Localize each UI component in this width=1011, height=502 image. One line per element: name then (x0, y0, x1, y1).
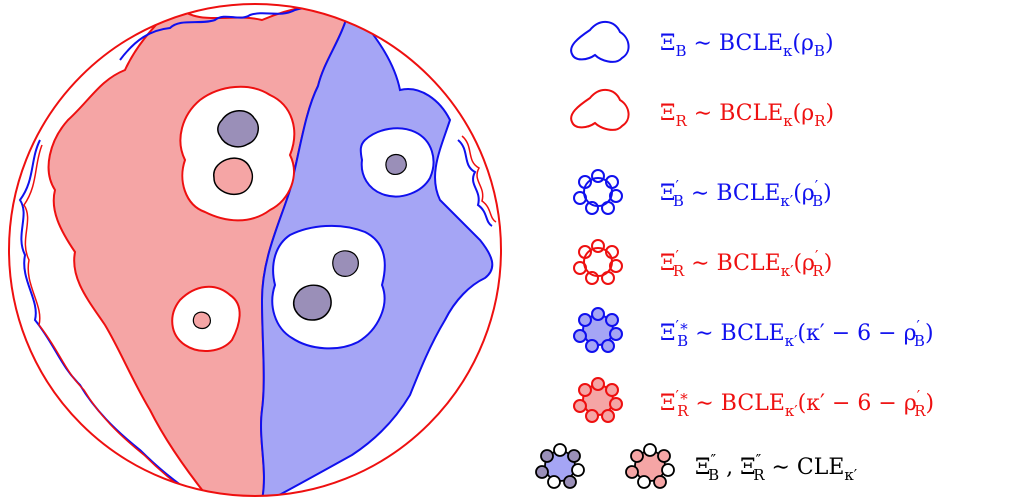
wreath-icon-red-outline (573, 239, 623, 285)
right-wavy-strip (457, 139, 493, 227)
wreath-icon-blue-outline (573, 169, 623, 215)
top-wavy-strip (119, 7, 341, 61)
hole-upper-red (179, 85, 296, 222)
hole-lower-red (171, 285, 241, 352)
hole-lower-blue (271, 224, 386, 350)
wreath-icon-cle-blue (535, 443, 585, 489)
wreath-icon-cle-red (625, 443, 675, 489)
legend-label-xi-b: ΞB ∼ BCLEκ(ρB) (660, 31, 834, 60)
legend-labels: ΞB ∼ BCLEκ(ρB) ΞR ∼ BCLEκ(ρR) Ξ′B ∼ BCLE… (660, 31, 934, 484)
blob-icon-blue (570, 21, 630, 63)
blob-icon-red (570, 89, 630, 131)
wreath-icon-red-filled (573, 377, 623, 423)
left-wavy-strip (18, 139, 196, 496)
legend-label-xi-b-star: Ξ′∗B ∼ BCLEκ′(κ′ − 6 − ρ′B) (660, 317, 934, 350)
main-disk (8, 3, 502, 497)
legend-icons (535, 21, 675, 489)
disk-boundary (8, 3, 502, 497)
legend-label-cle: Ξ″B , Ξ″R ∼ CLEκ′ (695, 451, 858, 484)
legend-label-xi-r-star: Ξ′∗R ∼ BCLEκ′(κ′ − 6 − ρ′R) (660, 387, 934, 420)
legend-label-xi-b-prime: Ξ′B ∼ BCLEκ′(ρ′B) (660, 177, 832, 210)
legend-label-xi-r-prime: Ξ′R ∼ BCLEκ′(ρ′R) (660, 247, 832, 280)
legend-label-xi-r: ΞR ∼ BCLEκ(ρR) (660, 101, 834, 130)
wreath-icon-blue-filled (573, 307, 623, 353)
hole-upper-blue (359, 127, 435, 198)
